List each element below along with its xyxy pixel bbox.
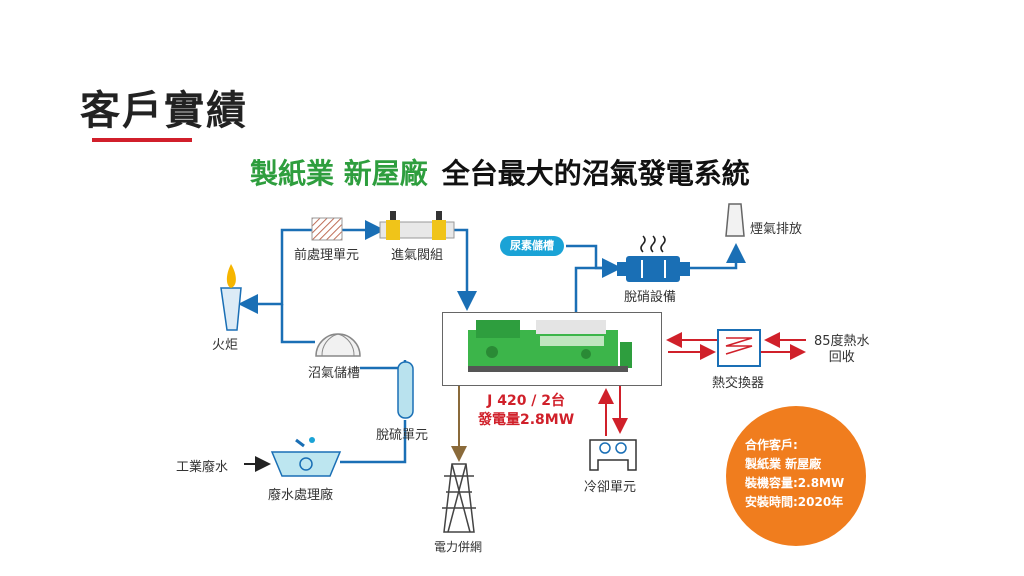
headline: 製紙業 新屋廠全台最大的沼氣發電系統 (250, 152, 750, 192)
pretreatment-unit-icon (311, 217, 343, 241)
denox-equipment-icon (617, 235, 690, 282)
label-flare: 火炬 (212, 338, 239, 353)
label-wastewater-plant: 廢水處理廠 (268, 488, 334, 503)
headline-customer: 製紙業 新屋廠 (250, 157, 428, 190)
customer-info-text: 合作客戶: 製紙業 新屋廠 裝機容量:2.8MW 安裝時間:2020年 (745, 436, 844, 512)
urea-tank-badge: 尿素儲槽 (500, 236, 564, 256)
generator-model: J 420 / 2台 (487, 393, 566, 409)
flare-icon (220, 264, 242, 331)
customer-info-badge (726, 406, 866, 546)
title-underline (92, 138, 192, 142)
label-intake-valves: 進氣閥組 (391, 248, 444, 263)
label-pretreatment: 前處理單元 (294, 248, 360, 263)
biogas-tank-icon (315, 333, 361, 357)
generator-spec: J 420 / 2台 發電量2.8MW (478, 392, 574, 430)
heat-exchanger-icon (717, 329, 761, 367)
label-grid: 電力併網 (434, 540, 483, 554)
customer-line-4: 安裝時間:2020年 (745, 495, 844, 509)
label-heat-exchanger: 熱交換器 (712, 376, 765, 391)
wastewater-plant-icon (270, 437, 342, 477)
exhaust-stack-icon (725, 203, 745, 237)
label-desulfurization: 脫硫單元 (376, 428, 429, 443)
customer-line-1: 合作客戶: (745, 438, 798, 452)
customer-line-2: 製紙業 新屋廠 (745, 457, 822, 471)
label-denox: 脫硝設備 (624, 290, 677, 305)
cooling-unit-icon (589, 439, 637, 471)
label-industrial-wastewater: 工業廢水 (176, 460, 229, 475)
label-hot-water: 85度熱水 回收 (814, 334, 870, 365)
transmission-tower-icon (442, 463, 476, 533)
red-heat-lines (598, 332, 806, 436)
label-exhaust: 煙氣排放 (750, 222, 803, 237)
headline-tagline: 全台最大的沼氣發電系統 (441, 157, 750, 190)
label-biogas-tank: 沼氣儲槽 (308, 366, 361, 381)
intake-valves-icon (379, 211, 455, 240)
generator-frame (442, 312, 662, 386)
generator-output: 發電量2.8MW (478, 412, 575, 428)
page-title: 客戶實績 (80, 88, 248, 134)
label-cooling: 冷卻單元 (584, 480, 637, 495)
customer-line-3: 裝機容量:2.8MW (745, 476, 845, 490)
desulfurization-column-icon (397, 361, 414, 419)
